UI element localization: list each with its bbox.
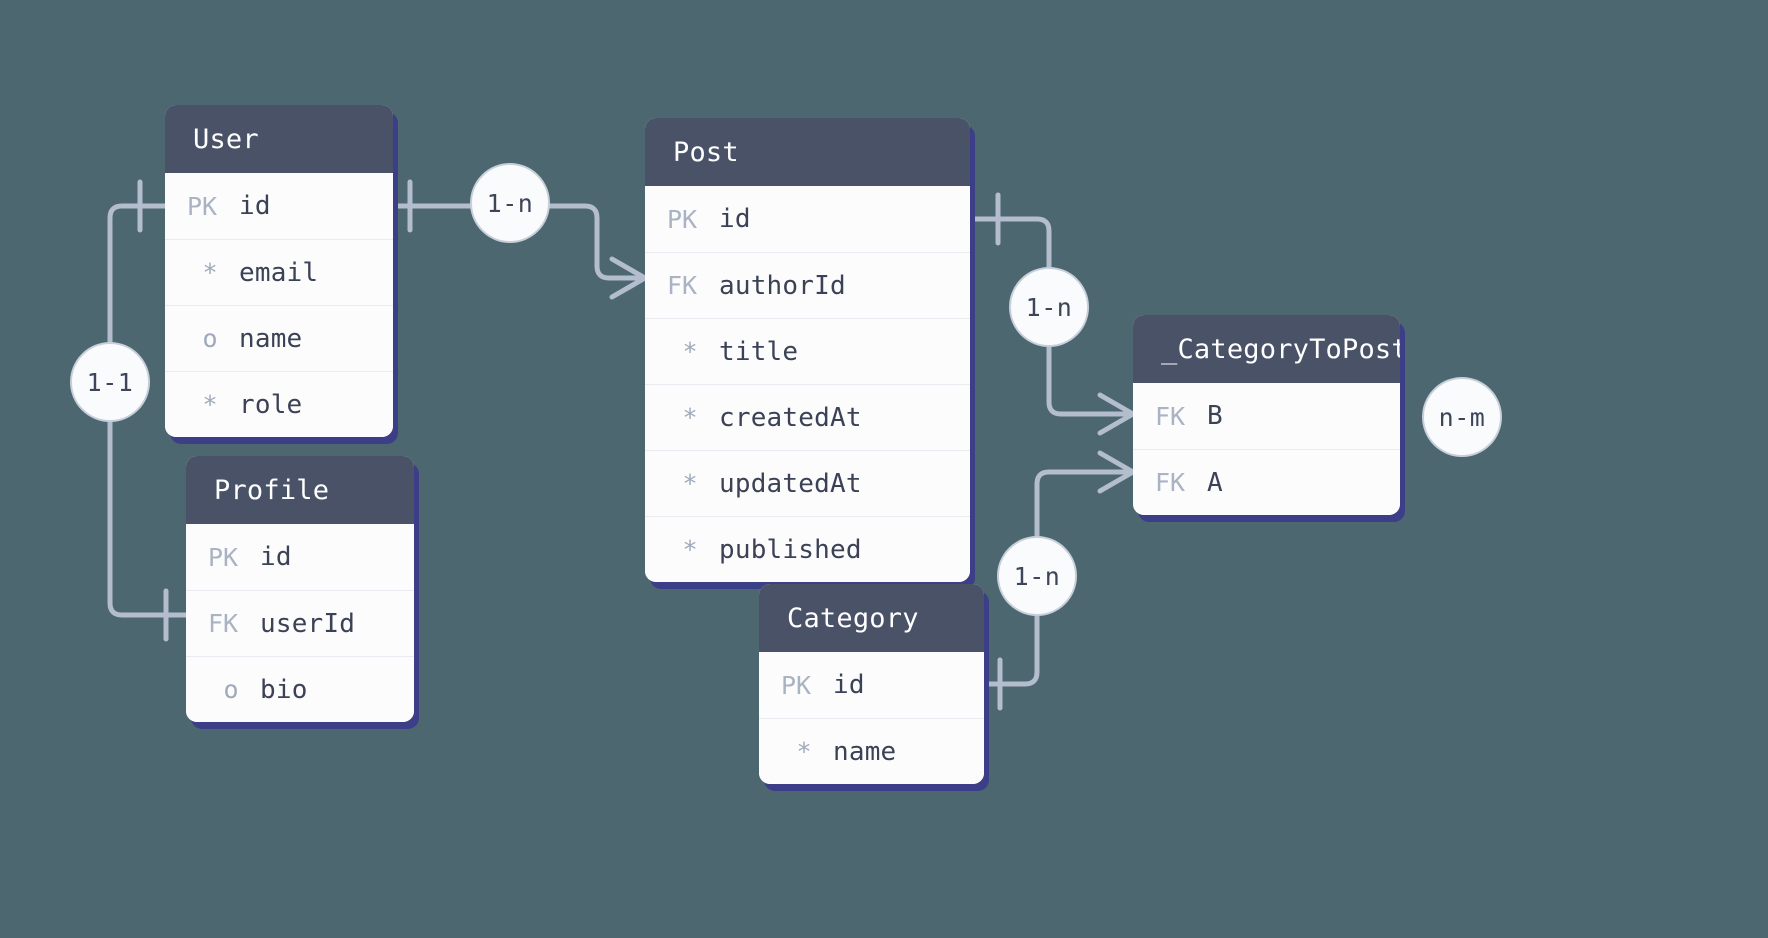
- relationship-badge-user-post[interactable]: 1-n: [470, 163, 550, 243]
- field-row[interactable]: * published: [645, 516, 970, 582]
- field-row[interactable]: * name: [759, 718, 984, 784]
- field-modifier-icon: *: [682, 469, 698, 498]
- field-name: title: [719, 336, 799, 367]
- field-name: name: [239, 323, 303, 354]
- field-row[interactable]: * email: [165, 239, 393, 305]
- field-row[interactable]: * title: [645, 318, 970, 384]
- field-name: id: [719, 204, 751, 234]
- relationship-badge-post-categorytopost[interactable]: 1-n: [1009, 267, 1089, 347]
- field-row[interactable]: * role: [165, 371, 393, 437]
- field-row[interactable]: * updatedAt: [645, 450, 970, 516]
- field-key-badge: FK: [208, 609, 239, 638]
- field-key-badge: PK: [781, 670, 812, 700]
- field-row[interactable]: PK id: [759, 652, 984, 718]
- wire-post-to-badge-1n-2: [967, 216, 1052, 270]
- field-modifier-icon: *: [202, 390, 218, 419]
- entity-title: Category: [759, 584, 984, 652]
- field-name: bio: [260, 674, 308, 705]
- field-row[interactable]: FK authorId: [645, 252, 970, 318]
- field-name: A: [1207, 467, 1223, 498]
- entity-field-list: PK id * name: [759, 652, 984, 784]
- crowsfoot-post-authorid: [609, 256, 648, 300]
- field-row[interactable]: FK A: [1133, 449, 1400, 515]
- relationship-badge-category-categorytopost[interactable]: 1-n: [997, 536, 1077, 616]
- field-row[interactable]: PK id: [165, 173, 393, 239]
- field-name: userId: [260, 608, 356, 639]
- entity-title: Profile: [186, 456, 414, 524]
- field-name: id: [239, 191, 271, 221]
- field-row[interactable]: FK B: [1133, 383, 1400, 449]
- field-key-badge: FK: [1155, 401, 1186, 431]
- relationship-badge-user-profile[interactable]: 1-1: [70, 342, 150, 422]
- field-name: id: [260, 542, 292, 572]
- field-key-badge: PK: [208, 542, 239, 572]
- field-name: email: [239, 257, 319, 288]
- entity-title: Post: [645, 118, 970, 186]
- field-modifier-icon: *: [796, 737, 812, 766]
- field-name: authorId: [719, 270, 846, 301]
- field-key-badge: FK: [1155, 468, 1186, 497]
- relationship-badge-category-post[interactable]: n-m: [1422, 377, 1502, 457]
- entity-title: User: [165, 105, 393, 173]
- field-modifier-icon: *: [682, 403, 698, 432]
- field-name: published: [719, 534, 862, 565]
- entity-title: _CategoryToPost: [1133, 315, 1400, 383]
- field-row[interactable]: PK id: [645, 186, 970, 252]
- field-name: name: [833, 736, 897, 767]
- field-row[interactable]: * createdAt: [645, 384, 970, 450]
- entity-field-list: FK B FK A: [1133, 383, 1400, 515]
- field-name: createdAt: [719, 402, 862, 433]
- field-modifier-icon: *: [682, 535, 698, 564]
- field-name: updatedAt: [719, 468, 862, 499]
- field-modifier-icon: o: [202, 324, 218, 353]
- field-name: id: [833, 670, 865, 700]
- field-key-badge: PK: [187, 191, 218, 221]
- field-row[interactable]: PK id: [186, 524, 414, 590]
- crowsfoot-categorytopost-b: [1097, 392, 1136, 436]
- field-key-badge: FK: [667, 271, 698, 300]
- field-name: B: [1207, 401, 1223, 431]
- wire-badge-1n-to-post: [547, 203, 648, 281]
- wire-category-to-badge-1n: [981, 613, 1040, 687]
- crowsfoot-categorytopost-a: [1097, 450, 1136, 494]
- field-modifier-icon: o: [223, 675, 239, 704]
- wire-user-to-badge-11: [107, 203, 168, 345]
- wire-badge-to-categorytopost-a: [1034, 469, 1136, 539]
- field-name: role: [239, 389, 303, 420]
- wire-badge-11-to-profile: [107, 419, 189, 618]
- wire-badge-to-categorytopost-b: [1046, 344, 1136, 417]
- field-modifier-icon: *: [202, 258, 218, 287]
- field-modifier-icon: *: [682, 337, 698, 366]
- field-row[interactable]: FK userId: [186, 590, 414, 656]
- field-key-badge: PK: [667, 204, 698, 234]
